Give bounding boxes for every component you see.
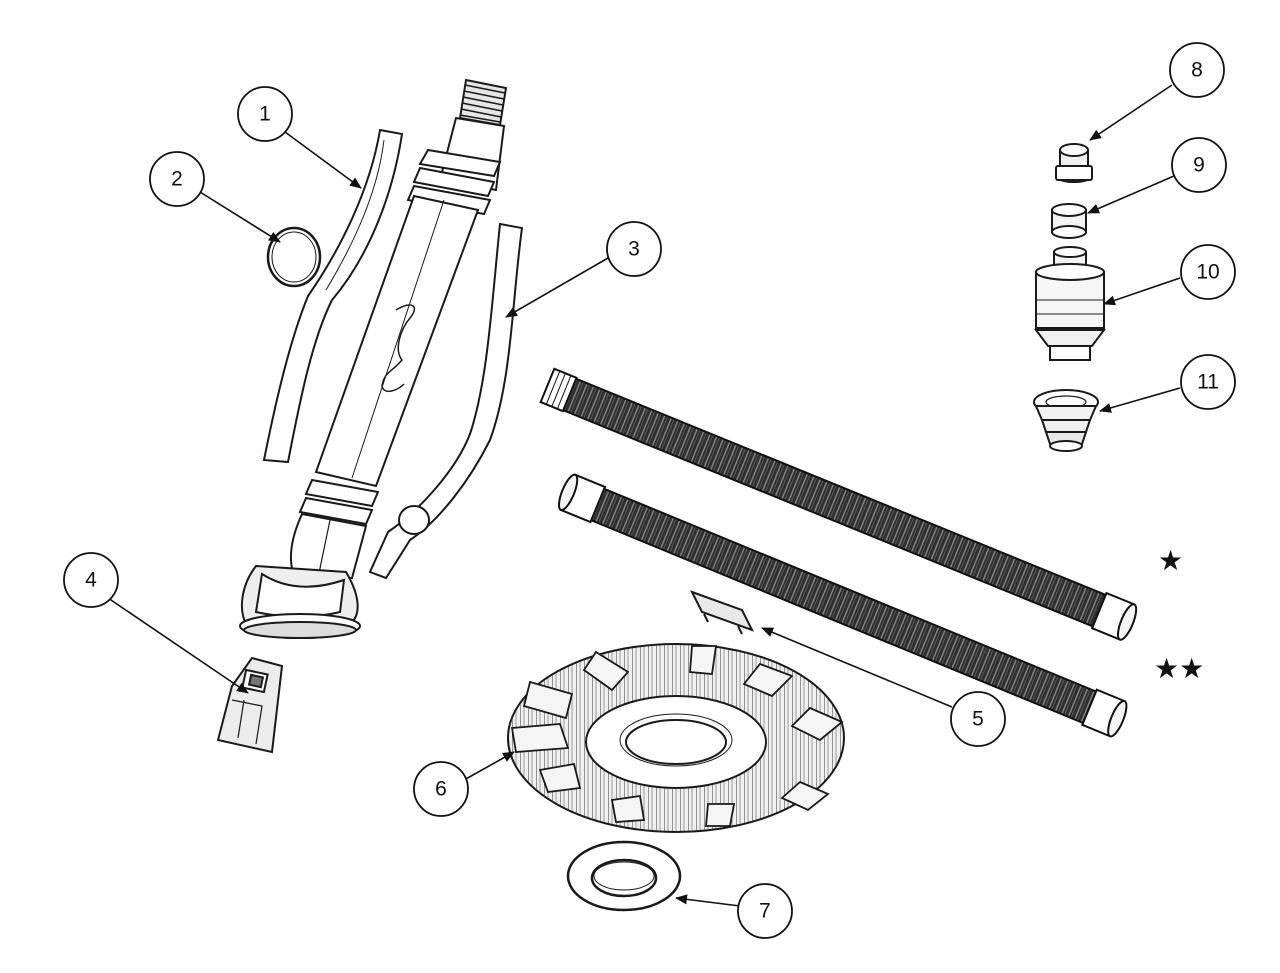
cleaner-body <box>239 78 508 639</box>
part-9-sleeve <box>1051 203 1087 239</box>
callout-6: 6 <box>413 761 469 817</box>
part-6-disc <box>507 643 845 833</box>
leader-7 <box>675 894 741 907</box>
callout-8-label: 8 <box>1191 59 1203 82</box>
leader-1 <box>284 131 362 189</box>
callout-9: 9 <box>1171 137 1227 193</box>
leader-8 <box>1089 84 1173 141</box>
callout-1: 1 <box>237 86 293 142</box>
part-4-clip <box>216 656 284 754</box>
leader-5 <box>761 627 953 708</box>
leader-2 <box>199 191 281 243</box>
callout-9-label: 9 <box>1193 154 1205 177</box>
part-5-flap <box>689 590 755 635</box>
single-star-marker: ★ <box>1158 544 1183 577</box>
callout-4-label: 4 <box>85 569 97 592</box>
callout-11: 11 <box>1180 354 1236 410</box>
leader-11 <box>1099 387 1181 413</box>
callout-5-label: 5 <box>972 708 984 731</box>
callout-2: 2 <box>149 151 205 207</box>
callout-10: 10 <box>1180 244 1236 300</box>
callout-1-label: 1 <box>259 103 271 126</box>
leader-9 <box>1087 175 1175 214</box>
callout-11-label: 11 <box>1197 371 1219 394</box>
leader-lines <box>107 84 1181 907</box>
part-7-washer <box>566 840 682 912</box>
part-2-oring <box>266 226 322 288</box>
callout-5: 5 <box>950 691 1006 747</box>
callout-2-label: 2 <box>171 168 183 191</box>
leader-6 <box>463 751 515 781</box>
part-8-cap <box>1055 143 1093 183</box>
callout-6-label: 6 <box>435 778 447 801</box>
hose-double <box>557 473 1128 738</box>
callout-7: 7 <box>737 883 793 939</box>
callout-7-label: 7 <box>759 900 771 923</box>
part-11-fitting <box>1033 389 1099 452</box>
leader-3 <box>505 257 609 318</box>
part-3-strip <box>368 222 524 580</box>
part-1-strip <box>262 128 404 464</box>
callout-4: 4 <box>63 552 119 608</box>
callout-3-label: 3 <box>628 238 640 261</box>
callout-10-label: 10 <box>1196 261 1219 284</box>
hose-single <box>539 367 1138 641</box>
callout-3: 3 <box>606 221 662 277</box>
leader-10 <box>1103 277 1181 306</box>
leader-4 <box>107 597 249 694</box>
double-star-marker: ★★ <box>1154 652 1204 685</box>
part-10-valve <box>1034 246 1106 361</box>
callout-8: 8 <box>1169 42 1225 98</box>
